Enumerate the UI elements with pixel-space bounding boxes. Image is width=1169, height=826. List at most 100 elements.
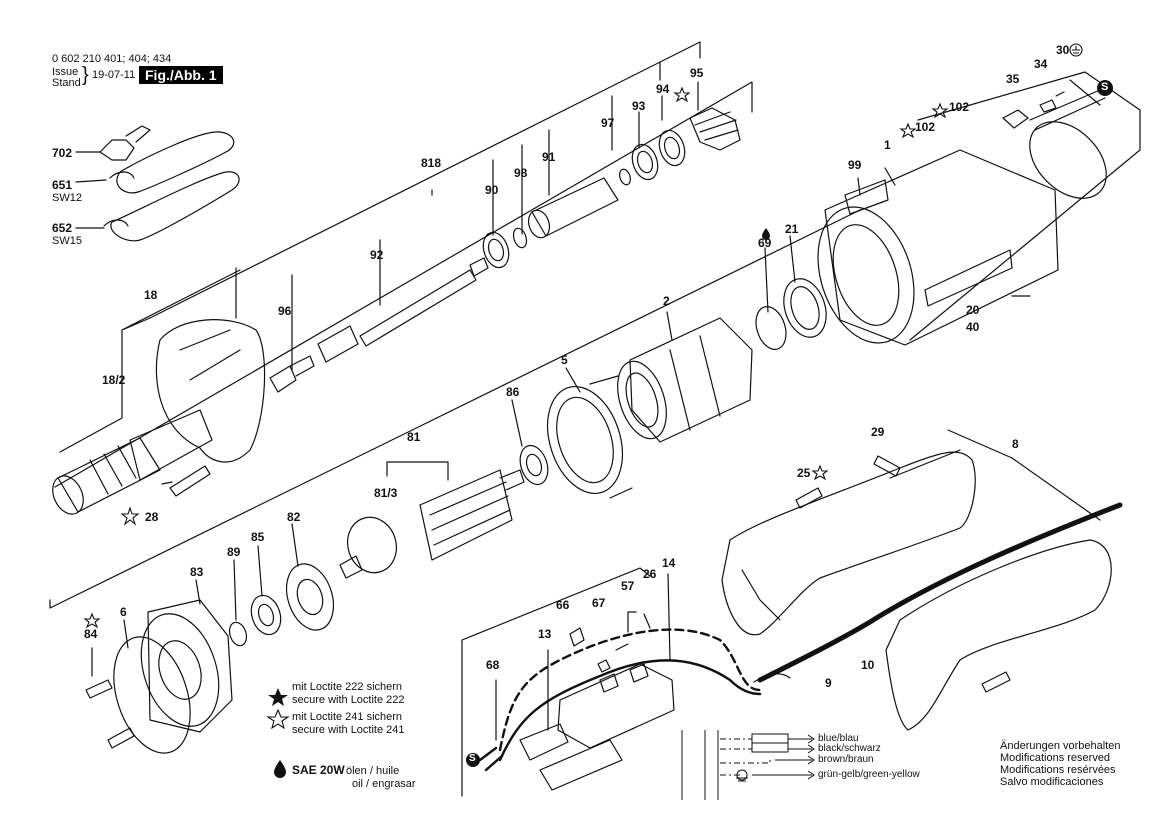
screw-29: [873, 455, 901, 477]
ground-icon-wiring: [736, 777, 748, 782]
note-es: Salvo modificaciones: [1000, 776, 1104, 788]
part-label-25: 25: [797, 466, 811, 480]
legend-loctite241-de: mit Loctite 241 sichern: [292, 711, 403, 723]
part-label-67: 67: [592, 596, 606, 610]
screw-28: [161, 465, 211, 497]
part-label-90: 90: [485, 183, 499, 197]
part-label-18: 18: [144, 288, 158, 302]
part-label-98: 98: [514, 166, 528, 180]
part-label-94: 94: [656, 82, 670, 96]
screw-25: [795, 487, 823, 509]
screw-handle: [981, 671, 1011, 693]
part-label-96: 96: [278, 304, 292, 318]
part-label-99: 99: [848, 158, 862, 172]
star-outline-icon-94: [673, 86, 691, 103]
part-label-102a: 102: [949, 100, 970, 114]
part-label-84: 84: [84, 627, 98, 641]
spindle-92: [317, 257, 489, 363]
legend-loctite222-de: mit Loctite 222 sichern: [292, 681, 403, 693]
part-label-651: 651: [52, 178, 73, 192]
wiring-diagram: [681, 730, 815, 800]
handle-8: [721, 449, 976, 636]
wrench-651: [109, 131, 235, 194]
brace: }: [82, 64, 89, 86]
part-label-29: 29: [871, 425, 885, 439]
part-label-818: 818: [421, 156, 442, 170]
motor-housing-1: [817, 149, 1059, 346]
part-label-93: 93: [632, 99, 646, 113]
o-ring-69: [755, 306, 787, 350]
bracket-8: [947, 429, 1101, 521]
fan-82: [285, 563, 335, 631]
star-outline-icon-241: [266, 708, 290, 730]
part-label-95: 95: [690, 66, 704, 80]
bearing-91: [631, 143, 659, 181]
frame-line-upper: [54, 81, 753, 488]
legend-oil-grade: SAE 20W: [292, 763, 345, 777]
stator-2: [617, 317, 753, 443]
armature-81: [339, 469, 525, 579]
part-label-81-3: 81/3: [374, 486, 398, 500]
wrench-652: [103, 171, 240, 242]
legend-loctite241-en: secure with Loctite 241: [292, 724, 405, 736]
part-label-91: 91: [542, 150, 556, 164]
star-outline-icon-102b: [899, 122, 917, 139]
frame-line-right: [909, 71, 1141, 341]
part-label-26: 26: [643, 567, 657, 581]
note-en: Modifications reserved: [1000, 752, 1111, 764]
screw-84b: [107, 727, 135, 749]
part-label-85: 85: [251, 530, 265, 544]
part-label-8: 8: [1012, 437, 1019, 451]
part-label-1: 1: [884, 138, 891, 152]
wire-greenyellow-label: grün-gelb/green-yellow: [818, 769, 920, 780]
bearing-86: [519, 444, 549, 486]
cable-9: [757, 502, 1123, 683]
collet-96: [269, 355, 315, 393]
legend-loctite222-en: secure with Loctite 222: [292, 694, 405, 706]
part-label-14: 14: [662, 556, 676, 570]
part-label-18-2: 18/2: [102, 373, 126, 387]
part-label-57: 57: [621, 579, 635, 593]
switch-14: [557, 663, 675, 749]
ring-89: [228, 621, 248, 647]
assembly-line-18: [59, 269, 241, 453]
s-badge-label-2: S: [469, 753, 476, 764]
assembly-line-818: [149, 41, 701, 319]
ring-21: [783, 278, 827, 338]
star-outline-icon-84: [83, 612, 101, 629]
star-outline-icon-102a: [931, 102, 949, 119]
wire-blue-label: blue/blau: [818, 733, 859, 744]
collet-nut-702: [75, 125, 151, 161]
assembly-line-81: [386, 461, 449, 481]
part-label-97: 97: [601, 116, 615, 130]
part-label-2: 2: [663, 294, 670, 308]
leader-housing: [857, 167, 896, 196]
switch-base: [539, 739, 623, 791]
part-label-82: 82: [287, 510, 301, 524]
legend-oil-line2: oil / engrasar: [352, 778, 416, 790]
part-label-68: 68: [486, 658, 500, 672]
part-label-34: 34: [1034, 57, 1048, 71]
s-badge-label: S: [1101, 81, 1109, 93]
part-numbers: 0 602 210 401; 404; 434: [52, 53, 172, 65]
capacitor-13: [519, 723, 569, 761]
leader-wrench: [75, 179, 107, 229]
part-label-102b: 102: [915, 120, 936, 134]
gear-housing-18: [129, 319, 266, 481]
note-fr: Modifications resérvées: [1000, 764, 1116, 776]
wrench-size-651: SW12: [52, 192, 82, 204]
part-label-21: 21: [785, 222, 799, 236]
handle-shell-10: [885, 539, 1112, 731]
symbol-markers: [268, 80, 1113, 778]
sleeve-91: [527, 177, 619, 239]
cover-5: [547, 375, 633, 499]
part-label-81: 81: [407, 430, 421, 444]
open-star-markers: [83, 43, 1083, 730]
flange-83: [140, 599, 233, 733]
wire-black-label: black/schwarz: [818, 743, 881, 754]
part-label-35: 35: [1006, 72, 1020, 86]
part-label-83: 83: [190, 565, 204, 579]
leader-lines-upper: [291, 81, 699, 371]
